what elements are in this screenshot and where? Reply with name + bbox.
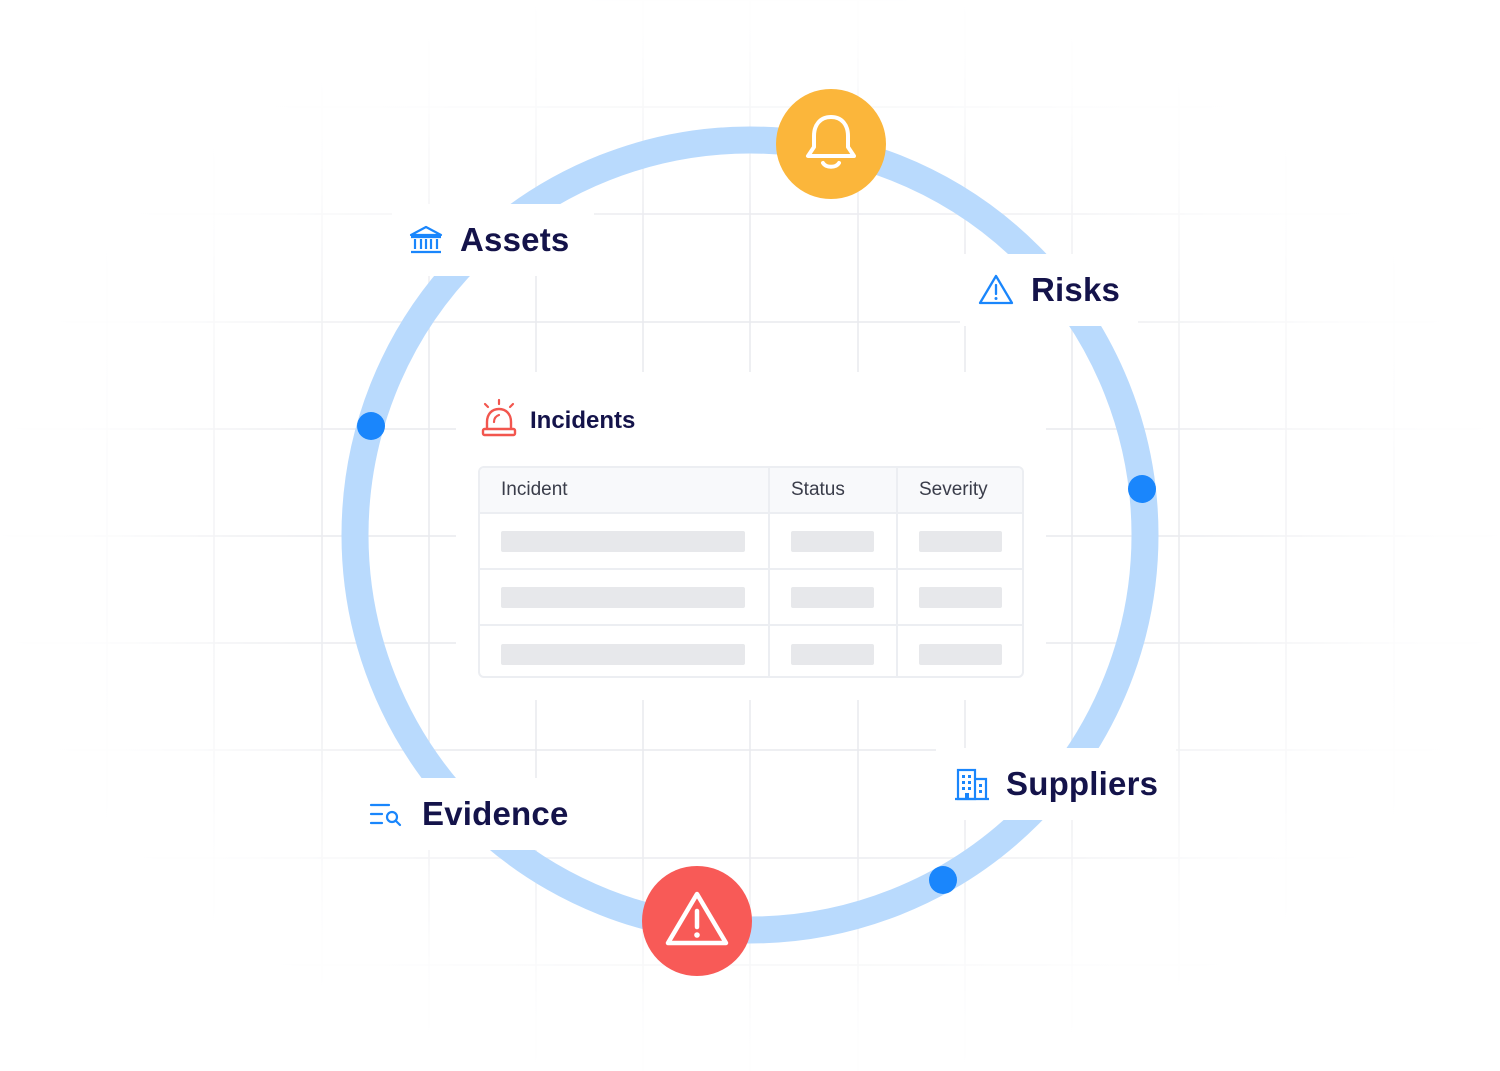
- skeleton-placeholder: [501, 643, 745, 665]
- skeleton-placeholder: [501, 530, 745, 552]
- assets-node[interactable]: Assets: [392, 204, 594, 276]
- warning-triangle-icon: [976, 270, 1016, 310]
- skeleton-placeholder: [791, 530, 874, 552]
- evidence-node[interactable]: Evidence: [352, 778, 578, 850]
- ring-node-dot: [1128, 475, 1156, 503]
- skeleton-placeholder: [791, 586, 874, 608]
- suppliers-node[interactable]: Suppliers: [936, 748, 1176, 820]
- table-row[interactable]: [480, 514, 1022, 570]
- warning-icon: [664, 889, 730, 954]
- column-header-incident[interactable]: Incident: [480, 468, 770, 512]
- assets-label: Assets: [460, 221, 570, 258]
- status-cell: [770, 626, 898, 676]
- skeleton-placeholder: [501, 586, 745, 608]
- incident-cell: [480, 626, 770, 676]
- evidence-label: Evidence: [422, 795, 569, 832]
- warning-alert-badge: [642, 866, 752, 976]
- siren-icon: [480, 398, 518, 443]
- skeleton-placeholder: [919, 530, 1002, 552]
- suppliers-label: Suppliers: [1006, 765, 1159, 802]
- ring-node-dot: [929, 866, 957, 894]
- bell-icon: [801, 111, 861, 178]
- risks-node[interactable]: Risks: [960, 254, 1138, 326]
- table-header-row: Incident Status Severity: [480, 468, 1022, 514]
- severity-cell: [898, 570, 1022, 624]
- skeleton-placeholder: [919, 586, 1002, 608]
- severity-cell: [898, 626, 1022, 676]
- status-cell: [770, 514, 898, 568]
- table-row[interactable]: [480, 626, 1022, 676]
- incident-cell: [480, 514, 770, 568]
- status-cell: [770, 570, 898, 624]
- bell-alert-badge: [776, 89, 886, 199]
- incidents-panel-header: Incidents: [480, 398, 635, 443]
- skeleton-placeholder: [791, 643, 874, 665]
- table-row[interactable]: [480, 570, 1022, 626]
- incidents-table: Incident Status Severity: [478, 466, 1024, 678]
- incidents-panel: Incidents Incident Status Severity: [456, 372, 1046, 700]
- column-header-severity[interactable]: Severity: [919, 479, 988, 500]
- risks-label: Risks: [1031, 271, 1121, 308]
- bank-icon: [406, 220, 446, 260]
- skeleton-placeholder: [919, 643, 1002, 665]
- search-list-icon: [366, 794, 406, 834]
- incident-cell: [480, 570, 770, 624]
- incidents-panel-title: Incidents: [530, 406, 636, 434]
- column-header-status[interactable]: Status: [770, 468, 898, 512]
- ring-node-dot: [357, 412, 385, 440]
- building-icon: [952, 764, 992, 804]
- severity-cell: [898, 514, 1022, 568]
